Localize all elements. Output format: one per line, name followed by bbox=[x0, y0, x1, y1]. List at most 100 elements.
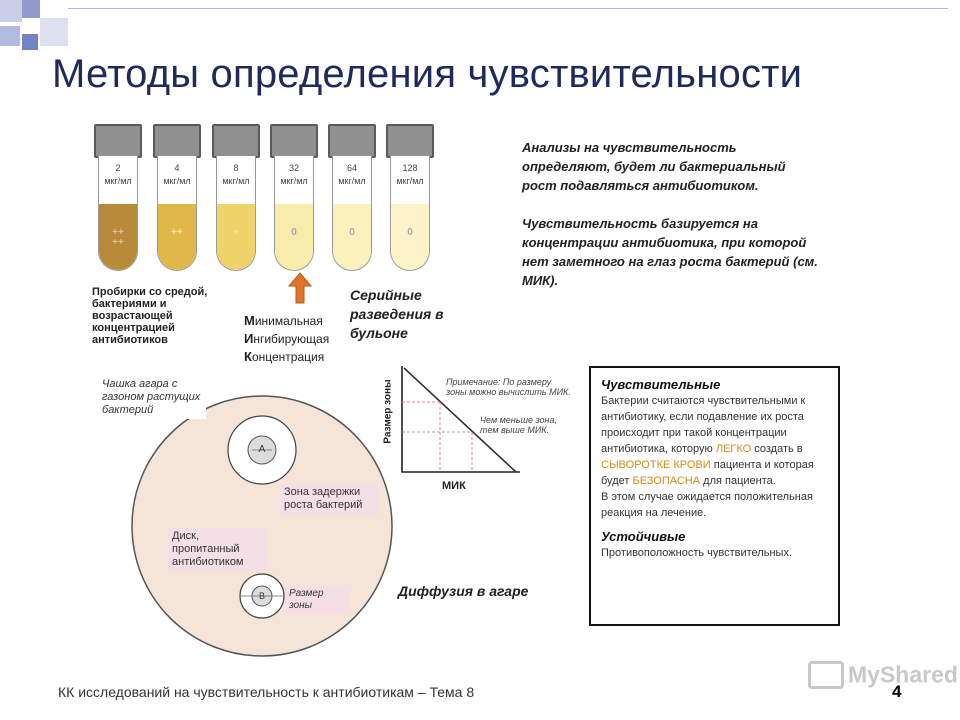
zone-label: Зона задержки роста бактерий bbox=[280, 484, 378, 514]
tube-liquid bbox=[275, 204, 313, 270]
footer-text: КК исследований на чувствительность к ан… bbox=[58, 684, 475, 700]
tube-cap bbox=[212, 124, 260, 158]
watermark-text: MyShared bbox=[848, 661, 958, 688]
tube-concentration-value: 128 bbox=[402, 163, 418, 173]
decor-square-2 bbox=[22, 0, 40, 18]
tubes-caption: Пробирки со средой, бактериями и возраст… bbox=[92, 286, 208, 346]
tube-cap bbox=[386, 124, 434, 158]
mic-letter-i: И bbox=[244, 331, 254, 346]
tube-glass bbox=[274, 156, 314, 271]
inhibition-zone-b bbox=[239, 573, 285, 619]
tube-concentration: 128 мкг/мл bbox=[388, 162, 432, 188]
tube-concentration-unit: мкг/мл bbox=[163, 176, 191, 186]
tube-concentration-unit: мкг/мл bbox=[280, 176, 308, 186]
tube-cap bbox=[328, 124, 376, 158]
tube-concentration-value: 8 bbox=[233, 163, 239, 173]
disk-a-label: A bbox=[258, 444, 266, 455]
tube-concentration-unit: мкг/мл bbox=[338, 176, 366, 186]
graph-y-label: Размер зоны bbox=[382, 379, 394, 444]
tube-concentration-unit: мкг/мл bbox=[222, 176, 250, 186]
tube-concentration-unit: мкг/мл bbox=[396, 176, 424, 186]
zone-vs-mic-graph bbox=[401, 366, 520, 473]
agar-dish-label: Чашка агара с газоном растущих бактерий bbox=[98, 376, 206, 419]
mic-word-3: онцентрация bbox=[251, 350, 325, 364]
tube-concentration: 2 мкг/мл bbox=[96, 162, 140, 188]
mic-word-2: нгибирующая bbox=[253, 332, 330, 346]
tube-growth-marker: + bbox=[233, 227, 239, 238]
highlight-serum: СЫВОРОТКЕ КРОВИ bbox=[601, 459, 711, 471]
description-text: Анализы на чувствительность определяют, … bbox=[522, 138, 822, 290]
tube-growth-marker: ++ ++ bbox=[112, 227, 124, 248]
description-paragraph-2: Чувствительность базируется на концентра… bbox=[522, 216, 818, 288]
mic-word-1: инимальная bbox=[254, 314, 323, 328]
tube-concentration-unit: мкг/мл bbox=[104, 176, 132, 186]
highlight-easy: ЛЕГКО bbox=[715, 443, 752, 455]
arrow-up-icon bbox=[288, 272, 312, 304]
tube-glass bbox=[332, 156, 372, 271]
tube-concentration: 64 мкг/мл bbox=[330, 162, 374, 188]
tube-liquid bbox=[99, 204, 137, 270]
highlight-safe: БЕЗОПАСНА bbox=[632, 475, 701, 487]
tube-liquid bbox=[158, 204, 196, 270]
sensitive-heading: Чувствительные bbox=[601, 377, 721, 392]
sensitive-text-2: создать в bbox=[751, 443, 803, 455]
tube-concentration: 8 мкг/мл bbox=[214, 162, 258, 188]
tube-cap bbox=[94, 124, 142, 158]
tube-glass bbox=[98, 156, 138, 271]
tube-concentration: 32 мкг/мл bbox=[272, 162, 316, 188]
sensitive-text: Бактерии считаются чувствительными к ант… bbox=[601, 393, 828, 489]
graph-x-label: МИК bbox=[442, 480, 466, 492]
tube-concentration-value: 32 bbox=[288, 163, 299, 173]
test-tube: 2 мкг/мл ++ ++ bbox=[94, 124, 142, 272]
watermark: MyShared bbox=[808, 660, 958, 689]
graph-note-1: Примечание: По размеру зоны можно вычисл… bbox=[446, 377, 571, 397]
disk-label: Диск, пропитанный антибиотиком bbox=[168, 528, 266, 571]
tube-liquid bbox=[217, 204, 255, 270]
test-tube: 128 мкг/мл 0 bbox=[386, 124, 434, 272]
tube-concentration-value: 4 bbox=[174, 163, 180, 173]
test-tube: 8 мкг/мл + bbox=[212, 124, 260, 272]
decor-square-3 bbox=[40, 18, 68, 46]
tube-liquid bbox=[333, 204, 371, 270]
resistant-text: Противоположность чувствительных. bbox=[601, 547, 792, 559]
tube-growth-marker: 0 bbox=[407, 227, 413, 238]
decor-square-5 bbox=[22, 34, 38, 50]
mic-letter-k: К bbox=[244, 349, 252, 364]
watermark-logo-icon bbox=[808, 660, 844, 689]
tube-cap bbox=[270, 124, 318, 158]
size-label: Размер зоны bbox=[286, 586, 350, 614]
decor-square-4 bbox=[0, 26, 20, 46]
page-title: Методы определения чувствительности bbox=[52, 52, 803, 96]
tube-glass bbox=[216, 156, 256, 271]
tube-growth-marker: ++ bbox=[171, 227, 183, 238]
tube-concentration: 4 мкг/мл bbox=[155, 162, 199, 188]
tube-growth-marker: 0 bbox=[349, 227, 355, 238]
tube-cap bbox=[153, 124, 201, 158]
tube-concentration-value: 2 bbox=[115, 163, 121, 173]
tube-glass bbox=[390, 156, 430, 271]
test-tube: 4 мкг/мл ++ bbox=[153, 124, 201, 272]
sensitive-text-3: пациента и которая будет bbox=[601, 459, 814, 487]
page-number: 4 bbox=[892, 682, 902, 701]
test-tube: 32 мкг/мл 0 bbox=[270, 124, 318, 272]
tube-concentration-value: 64 bbox=[346, 163, 357, 173]
mic-letter-m: М bbox=[244, 313, 255, 328]
resistant-heading: Устойчивые bbox=[601, 529, 686, 544]
decor-line bbox=[68, 8, 948, 9]
decor-square-1 bbox=[0, 0, 22, 22]
sensitive-text-1: Бактерии считаются чувствительными к ант… bbox=[601, 395, 806, 455]
sensitive-text-5: В этом случае ожидается положительная ре… bbox=[601, 491, 813, 519]
tube-growth-marker: 0 bbox=[291, 227, 297, 238]
serial-dilution-label: Серийные разведения в бульоне bbox=[350, 287, 444, 341]
mic-label: Минимальная Ингибирующая Концентрация bbox=[244, 312, 344, 366]
description-paragraph-1: Анализы на чувствительность определяют, … bbox=[522, 140, 786, 193]
inhibition-zone-a bbox=[227, 415, 297, 485]
test-tube: 64 мкг/мл 0 bbox=[328, 124, 376, 272]
agar-diffusion-label: Диффузия в агаре bbox=[398, 583, 529, 599]
sensitivity-box: Чувствительные Бактерии считаются чувств… bbox=[589, 366, 840, 626]
tube-liquid bbox=[391, 204, 429, 270]
disk-b-label: B bbox=[258, 591, 265, 601]
graph-note-2: Чем меньше зона, тем выше МИК. bbox=[480, 415, 558, 435]
sensitive-text-4: для пациента. bbox=[700, 475, 776, 487]
tube-glass bbox=[157, 156, 197, 271]
